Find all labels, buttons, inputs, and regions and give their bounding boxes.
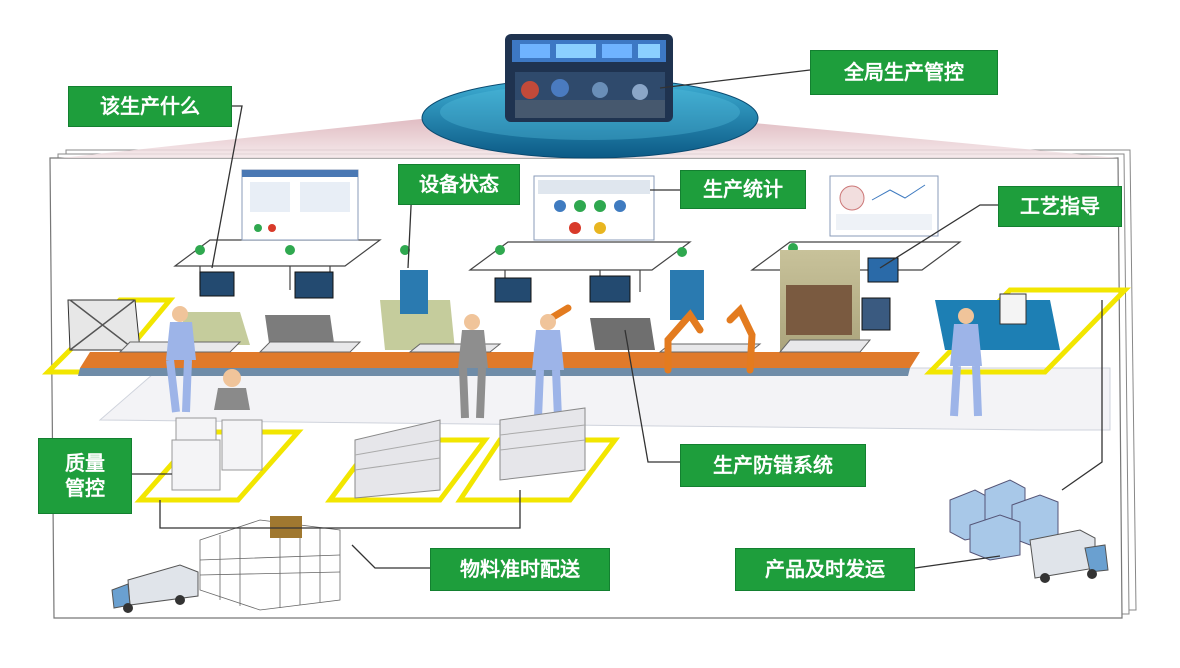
label-quality-control: 质量管控 [38,438,132,514]
worker-1 [166,306,196,413]
factory-floor [98,367,1111,431]
label-equipment-status: 设备状态 [398,164,520,205]
label-product-shipping: 产品及时发运 [735,548,915,591]
conveyor-line [78,339,920,376]
inspector [214,369,250,410]
control-center [421,34,759,159]
quality-control-line-1: 质量 [65,451,105,475]
delivery-truck-right [1029,529,1109,583]
label-what-to-produce: 该生产什么 [68,86,232,127]
equipment-dashboard [533,175,655,241]
label-process-guidance: 工艺指导 [998,186,1122,227]
pallet-boxes [270,516,302,538]
label-global-control: 全局生产管控 [810,50,998,95]
worker-2 [458,314,488,419]
warehouse-grid [199,519,341,611]
city-buildings [949,479,1059,561]
station-monitors [199,257,899,331]
order-dashboard [241,169,359,241]
workers [166,306,982,419]
quality-boxes [171,417,263,491]
callout-connectors [130,69,1103,569]
material-carts [354,407,586,499]
worker-4 [950,308,982,417]
worker-3 [532,314,564,419]
label-production-stats: 生产统计 [680,170,806,209]
label-error-proofing: 生产防错系统 [680,444,866,487]
quality-control-line-2: 管控 [65,476,105,500]
label-material-delivery: 物料准时配送 [430,548,610,591]
delivery-truck-left [111,564,199,613]
andon-lamps [195,243,798,257]
statistics-dashboard [829,175,939,237]
